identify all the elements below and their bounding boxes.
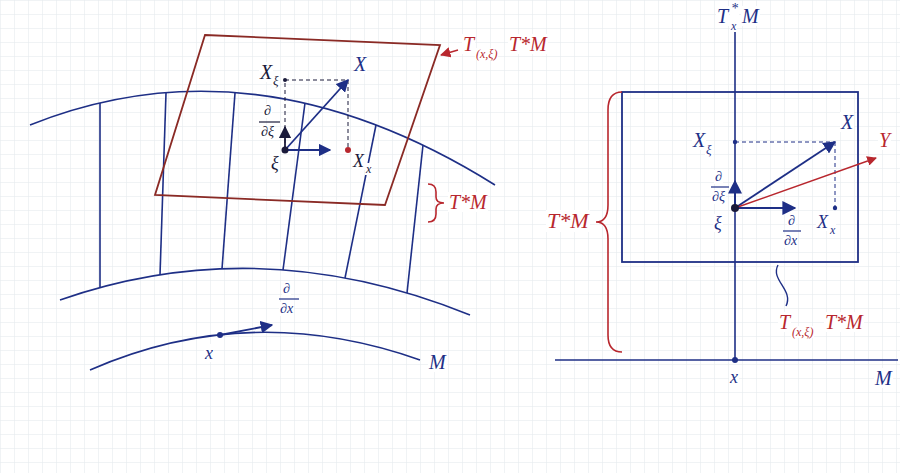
space-label: T*M [448, 192, 488, 212]
point-dot [283, 78, 287, 82]
leader-arrow [441, 50, 458, 55]
point-label: ξ [270, 154, 280, 172]
point-dot [732, 357, 738, 363]
subscript: x [829, 224, 836, 236]
fraction-top: ∂ [263, 104, 272, 118]
point-label: ξ [713, 214, 723, 232]
point-dot [731, 204, 739, 212]
basis-arrow [735, 207, 795, 209]
fraction-bottom: ∂x [783, 234, 798, 248]
fiber-line [160, 93, 166, 275]
fiber-line [345, 125, 376, 278]
dashed-line [348, 80, 349, 150]
fraction-bar [259, 121, 280, 122]
point-dot [345, 147, 351, 153]
space-label: T*M [546, 210, 590, 232]
brace [596, 92, 622, 352]
fiber-line [99, 103, 101, 288]
vector-label: Y [878, 130, 891, 150]
plane-vectors [282, 78, 352, 154]
vector-label: X [352, 152, 365, 170]
fiber-line [407, 145, 423, 293]
subscript: ξ [705, 143, 713, 156]
space-label: T*M [508, 34, 548, 54]
dashed-axis [285, 80, 286, 150]
subscript: (x,ξ) [791, 326, 814, 338]
subscript: (x,ξ) [475, 48, 498, 60]
subscript: ξ [272, 74, 280, 87]
dashed-line [835, 142, 836, 208]
fraction-bottom: ∂ξ [260, 125, 275, 139]
vector-arrow [735, 142, 835, 208]
vector-label: X [840, 112, 854, 132]
manifold-label: M [428, 352, 447, 372]
base-curve [90, 332, 420, 370]
fraction-bar [279, 298, 299, 299]
dashed-line [285, 80, 348, 81]
fraction-top: ∂ [787, 214, 796, 228]
superscript: * [730, 2, 739, 16]
tangent-plane [155, 35, 440, 205]
vector-arrow [285, 80, 348, 150]
leader-line [776, 265, 787, 306]
point-label: x [204, 344, 214, 362]
bundle-sketch [30, 91, 495, 370]
space-label: T [778, 312, 791, 332]
space-label: M [741, 6, 760, 26]
point-dot [733, 140, 737, 144]
point-dot [217, 332, 223, 338]
basis-arrow [285, 149, 330, 151]
subscript: x [730, 20, 737, 32]
manifold-label: M [874, 368, 893, 388]
fraction-bar [711, 186, 729, 187]
fraction-top: ∂ [714, 170, 723, 184]
vector-label: X [353, 54, 367, 74]
fiber-line [283, 103, 305, 270]
vector-arrow [735, 158, 876, 208]
space-label: T*M [824, 312, 864, 332]
space-label: T [462, 34, 475, 54]
basis-arrow [734, 181, 736, 208]
fraction-bottom: ∂ξ [711, 190, 726, 204]
fiber-line [222, 93, 235, 269]
vector-label: X [816, 213, 829, 231]
point-dot [833, 206, 837, 210]
base-axis [555, 359, 898, 361]
brace [428, 184, 444, 222]
dashed-line [735, 142, 835, 143]
tangent-arrow [220, 325, 272, 335]
schematic [555, 32, 898, 363]
space-label: T [716, 6, 729, 26]
subscript: x [365, 163, 372, 175]
point-label: x [729, 368, 739, 386]
fraction-top: ∂ [282, 282, 291, 296]
point-dot [282, 147, 289, 154]
fraction-bottom: ∂x [279, 302, 294, 316]
fraction-bar [783, 230, 801, 231]
fiber-axis [734, 32, 736, 360]
